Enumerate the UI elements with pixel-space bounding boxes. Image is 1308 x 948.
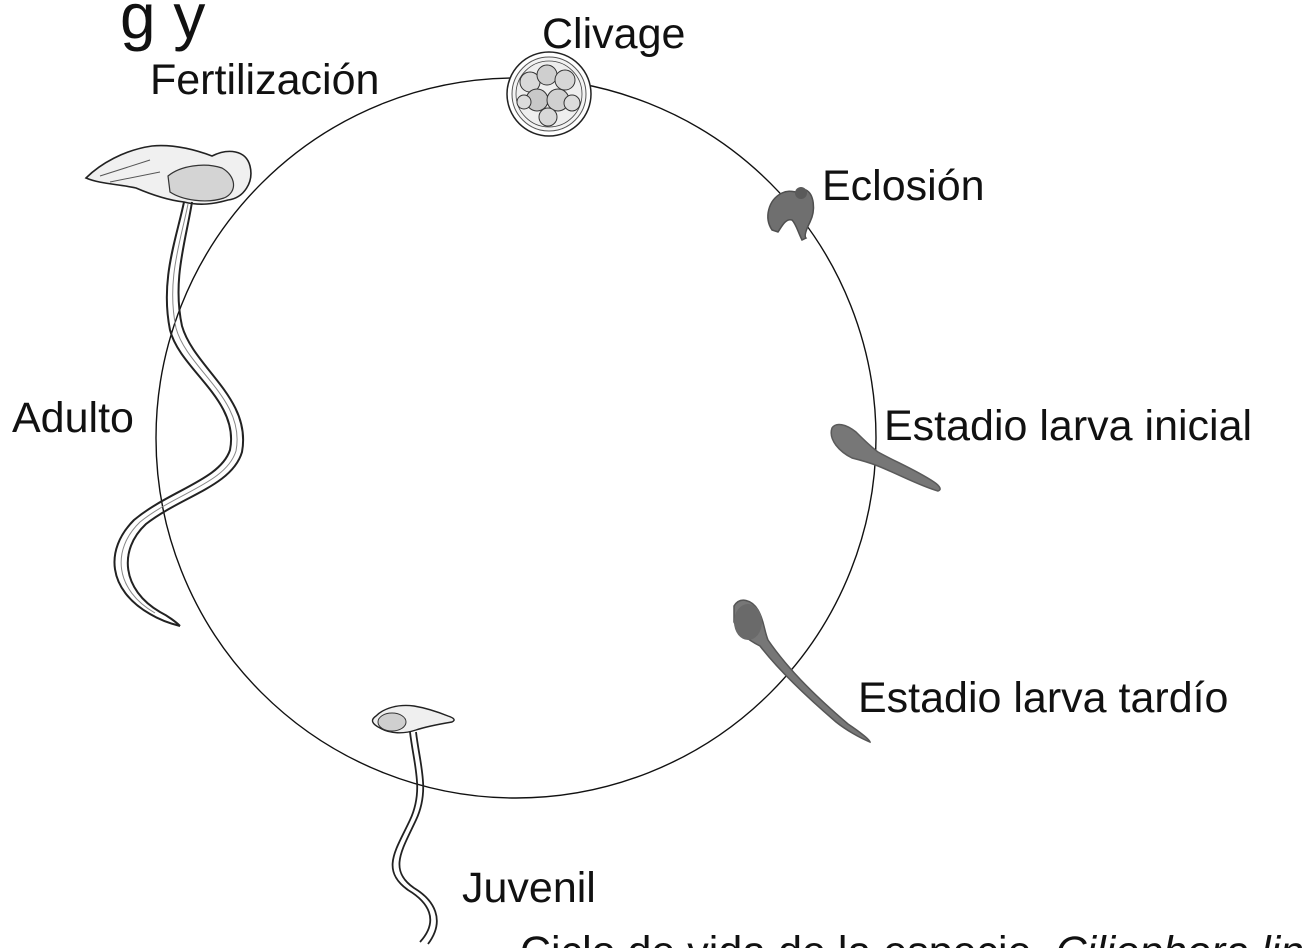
adult-organism-illustration — [84, 144, 252, 627]
caption-regular: Ciclo de vida de la especie — [520, 928, 1032, 948]
stage-label-larva-tardio: Estadio larva tardío — [858, 674, 1228, 722]
juvenile-organism-illustration — [371, 704, 455, 945]
late-larva-illustration — [733, 599, 871, 744]
hatching-larva-illustration — [767, 187, 815, 242]
cleavage-embryo-illustration — [506, 51, 592, 137]
stage-label-adulto: Adulto — [12, 394, 134, 442]
life-cycle-circle — [155, 77, 877, 799]
early-larva-illustration — [830, 423, 941, 492]
stage-label-larva-inicial: Estadio larva inicial — [884, 402, 1252, 450]
stage-label-clivage: Clivage — [542, 10, 685, 58]
caption-italic: Ciliophora lin — [1055, 928, 1304, 948]
stage-label-eclocion: Eclosión — [822, 162, 985, 210]
title-fragment: g y — [120, 0, 205, 52]
stage-label-fertilizacion: Fertilización — [150, 56, 379, 104]
caption-fragment: Ciclo de vida de la especie Ciliophora l… — [520, 928, 1304, 948]
stage-label-juvenil: Juvenil — [462, 864, 596, 912]
